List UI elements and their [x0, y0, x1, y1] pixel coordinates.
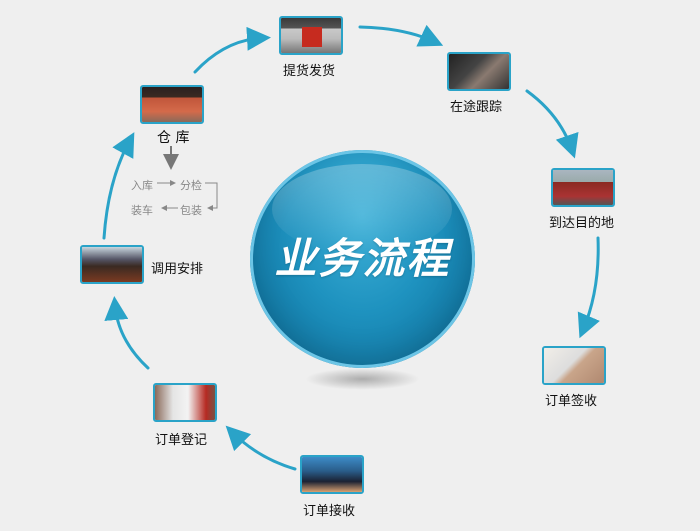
- meeting-photo: [300, 455, 364, 494]
- warehouse-in: 入库: [131, 179, 153, 192]
- step-label-order-receive: 订单接收: [303, 504, 356, 519]
- ball-shadow: [305, 368, 420, 390]
- step-label-warehouse: 仓 库: [157, 130, 190, 146]
- step-label-order-register: 订单登记: [155, 433, 208, 448]
- step-label-dispatch: 调用安排: [151, 262, 204, 277]
- warehouse-pack: 包装: [180, 204, 202, 217]
- center-ball: 业务流程: [250, 150, 475, 368]
- step-label-arrival: 到达目的地: [549, 216, 615, 231]
- phone-tracking-photo: [447, 52, 511, 91]
- warehouse-sort: 分检: [180, 179, 202, 192]
- step-label-pickup: 提货发货: [283, 64, 336, 79]
- warehouse-photo: [140, 85, 204, 124]
- step-label-sign-off: 订单签收: [545, 394, 598, 409]
- warehouse-load: 装车: [131, 204, 153, 217]
- center-title: 业务流程: [274, 234, 451, 283]
- conference-photo: [80, 245, 144, 284]
- ball-highlight: [272, 164, 452, 254]
- operator-photo: [153, 383, 217, 422]
- step-label-tracking: 在途跟踪: [450, 100, 503, 115]
- signing-photo: [542, 346, 606, 385]
- truck-depot-photo: [279, 16, 343, 55]
- truck-photo: [551, 168, 615, 207]
